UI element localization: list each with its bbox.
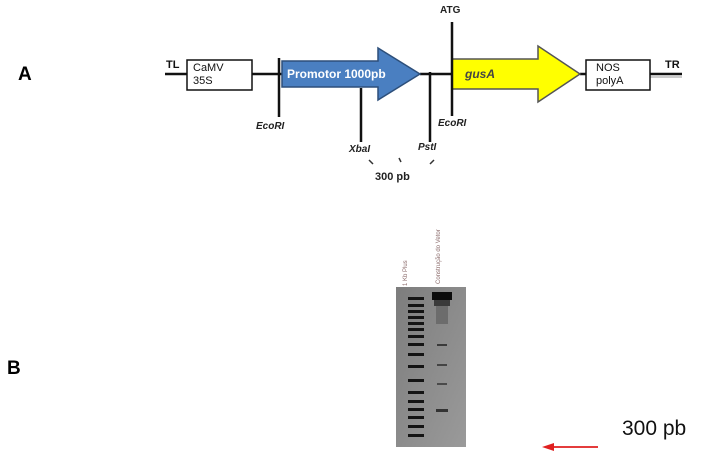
marker-arrow (540, 440, 600, 454)
promoter-label: Promotor 1000pb (287, 67, 386, 81)
ladder-lane (408, 297, 424, 437)
ecori-left-label: EcoRI (256, 121, 284, 132)
tl-label: TL (166, 59, 179, 71)
bracket-middle-tick (399, 158, 401, 162)
tr-label: TR (665, 59, 680, 71)
gusa-label: gusA (465, 67, 495, 81)
bracket-right-tick (430, 160, 434, 164)
vector-construct-diagram (0, 0, 703, 200)
lane1-label: 1 Kb Plus (403, 260, 409, 286)
camv-label-line2: 35S (193, 75, 213, 87)
bracket-left-tick (369, 160, 373, 164)
nos-label-line1: NOS (596, 62, 620, 74)
nos-label-line2: polyA (596, 75, 624, 87)
atg-label: ATG (440, 5, 460, 16)
gel-image (396, 287, 466, 447)
lane2-label: Construção do Vetor (436, 229, 442, 284)
gel-background (396, 287, 466, 447)
psti-label: PstI (418, 142, 436, 153)
fragment-size-label: 300 pb (375, 171, 410, 183)
camv-label-line1: CaMV (193, 62, 224, 74)
marker-size-label: 300 pb (622, 417, 686, 441)
xbai-label: XbaI (349, 144, 370, 155)
ecori-right-label: EcoRI (438, 118, 466, 129)
panel-label-b: B (7, 358, 21, 380)
